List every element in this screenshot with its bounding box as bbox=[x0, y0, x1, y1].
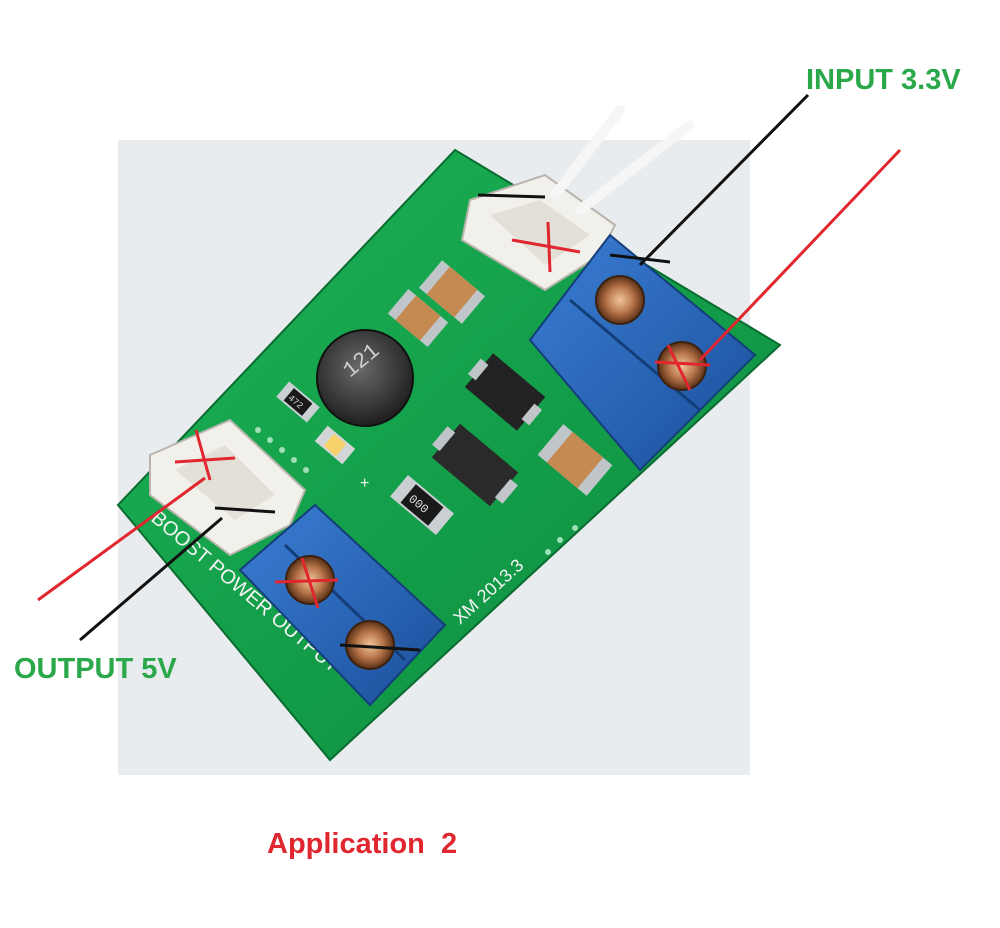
input-black-mark-2 bbox=[609, 253, 671, 264]
x-mark-input-connector bbox=[511, 221, 581, 273]
output-black-mark bbox=[214, 506, 276, 514]
output-red-wire bbox=[37, 476, 206, 602]
output-terminal-block bbox=[238, 503, 447, 707]
pcb-plus-mark: + bbox=[360, 475, 369, 492]
input-black-mark bbox=[477, 193, 546, 199]
output-black-mark-2 bbox=[339, 643, 421, 652]
output-black-wire bbox=[79, 516, 223, 642]
diode bbox=[431, 423, 519, 507]
output-voltage-label: OUTPUT 5V bbox=[14, 653, 177, 685]
capacitor-3 bbox=[537, 424, 613, 496]
transistor bbox=[464, 353, 546, 431]
output-jst-connector bbox=[149, 418, 307, 557]
input-screw-2 bbox=[657, 341, 707, 391]
pcb-vias bbox=[255, 427, 578, 555]
input-screw-1 bbox=[595, 275, 645, 325]
input-terminal-block bbox=[528, 233, 757, 472]
x-mark-input-terminal bbox=[654, 344, 711, 391]
x-mark-output-connector bbox=[174, 429, 236, 481]
resistor-472: 472 bbox=[276, 381, 320, 423]
capacitor-2 bbox=[418, 260, 486, 324]
inductor: 121 bbox=[316, 329, 414, 427]
input-white-wires bbox=[550, 105, 695, 215]
input-red-wire bbox=[698, 148, 902, 362]
input-black-wire bbox=[638, 93, 810, 267]
application-caption: Application 2 bbox=[267, 828, 458, 860]
resistor-000: 000 bbox=[390, 474, 454, 536]
led bbox=[314, 425, 356, 465]
input-voltage-label: INPUT 3.3V bbox=[806, 64, 961, 96]
capacitor-1 bbox=[387, 289, 449, 347]
x-mark-output-terminal bbox=[274, 557, 339, 609]
